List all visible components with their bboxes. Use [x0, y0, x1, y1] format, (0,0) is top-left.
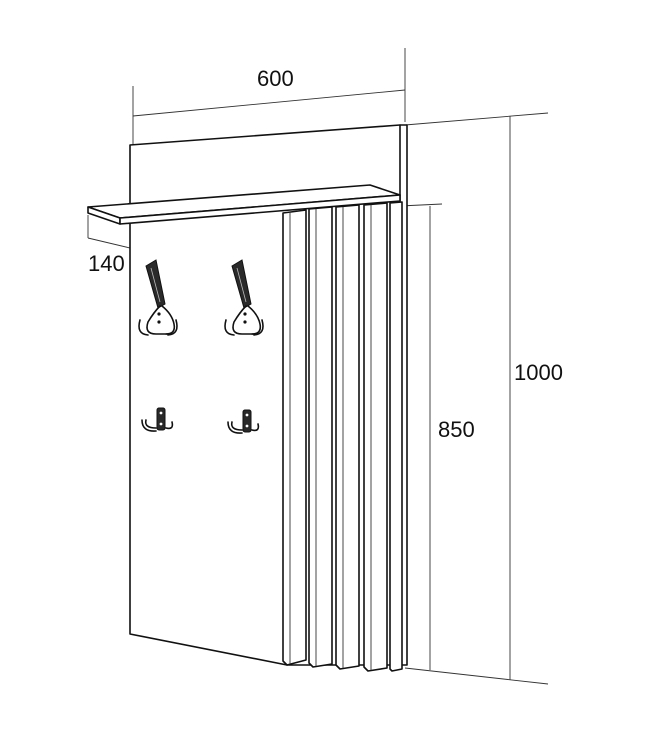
slat	[308, 206, 333, 668]
slat	[389, 201, 403, 672]
small-hook-icon	[141, 407, 174, 432]
slat-height-dimension-label: 850	[438, 417, 475, 442]
slat	[335, 204, 360, 670]
large-hook-icon	[224, 259, 264, 336]
width-dimension-label: 600	[257, 66, 294, 91]
small-hook-icon	[227, 409, 260, 434]
shelf-depth-dimension-label: 140	[88, 251, 125, 276]
total-height-dimension-label: 1000	[514, 360, 563, 385]
slat	[282, 209, 307, 666]
slat	[363, 202, 388, 672]
dimension-lines	[87, 48, 549, 685]
shelf	[87, 184, 401, 225]
large-hook-icon	[138, 259, 178, 336]
slats	[282, 201, 403, 672]
